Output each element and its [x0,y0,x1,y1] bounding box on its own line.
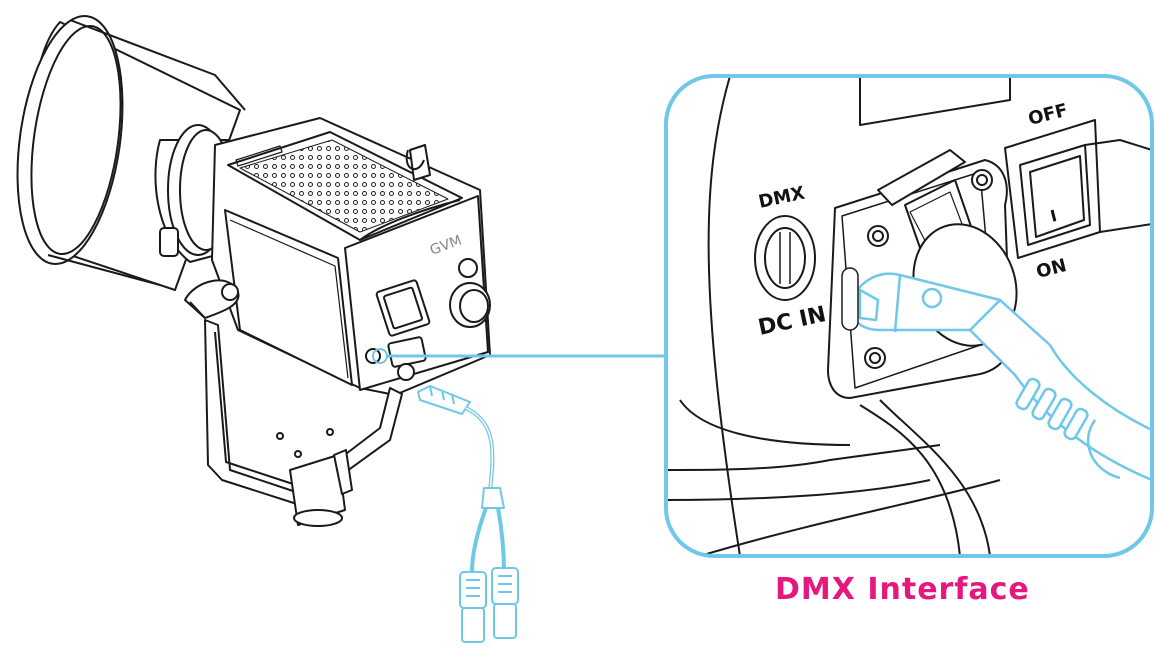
inset-detail-view: DMX DC IN OFF ON I [664,74,1154,558]
reflector-dish [16,15,246,291]
xlr-connector-a [459,571,487,643]
top-bracket [859,76,1011,126]
dmx-cable [417,385,519,643]
xlr-connector-b [491,567,519,639]
control-panel [365,258,491,381]
inset-dmx-plug [841,267,1152,482]
dmx-socket-label: DMX [757,183,807,213]
dmx-interface-caption: DMX Interface [775,572,1030,607]
stand-mount [289,449,353,527]
switch-on-label: ON [1034,255,1069,283]
inset-frame [664,74,1154,558]
dmx-port [397,363,415,381]
yoke-bracket [204,319,403,506]
power-rocker-switch [1004,119,1152,259]
switch-off-label: OFF [1026,100,1070,130]
switch-i-mark: I [1048,206,1058,226]
dc-in-label: DC IN [756,302,828,341]
menu-button [458,258,478,278]
lock-knob [184,279,240,319]
y-splitter [481,487,505,509]
light-body [211,117,491,396]
led-light-fixture: GVM [16,15,491,527]
